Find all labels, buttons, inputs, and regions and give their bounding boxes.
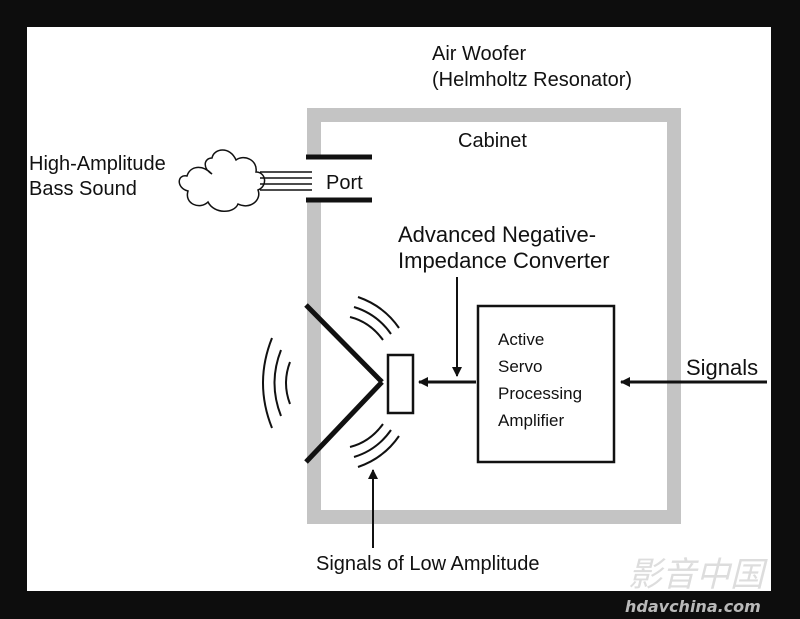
low-amplitude-label: Signals of Low Amplitude: [316, 553, 539, 575]
sound-lines: [260, 171, 312, 191]
amp-label-line3: Processing: [498, 384, 582, 403]
amp-label-line4: Amplifier: [498, 411, 564, 430]
sound-waves: [262, 296, 400, 468]
speaker-cone: [304, 303, 384, 464]
converter-label-line1: Advanced Negative-: [398, 222, 596, 247]
bass-cloud-icon: [178, 149, 266, 212]
port-tube: [306, 154, 372, 203]
cabinet-frame: [307, 108, 681, 524]
port-label: Port: [326, 172, 363, 194]
cabinet-wall-bottom: [307, 510, 681, 524]
signals-label: Signals: [686, 355, 758, 380]
cabinet-wall-top: [307, 108, 681, 122]
amp-label-line2: Servo: [498, 357, 542, 376]
watermark-chinese: 影音中国: [628, 555, 768, 595]
cabinet-wall-left-lower: [307, 202, 321, 524]
high-amplitude-label-line2: Bass Sound: [29, 178, 137, 200]
high-amplitude-label-line1: High-Amplitude: [29, 153, 166, 175]
converter-label-line2: Impedance Converter: [398, 248, 610, 273]
amplifier-box: [476, 304, 616, 464]
amp-label-line1: Active: [498, 330, 544, 349]
arrows: [368, 277, 767, 548]
air-woofer-label: Air Woofer: [432, 43, 526, 65]
cabinet-wall-right: [667, 108, 681, 524]
cabinet-label: Cabinet: [458, 130, 527, 152]
helmholtz-label: (Helmholtz Resonator): [432, 69, 632, 91]
watermark-url: hdavchina.com: [625, 597, 761, 616]
cabinet-wall-left-upper: [307, 108, 321, 156]
driver-voice-coil: [386, 353, 415, 415]
